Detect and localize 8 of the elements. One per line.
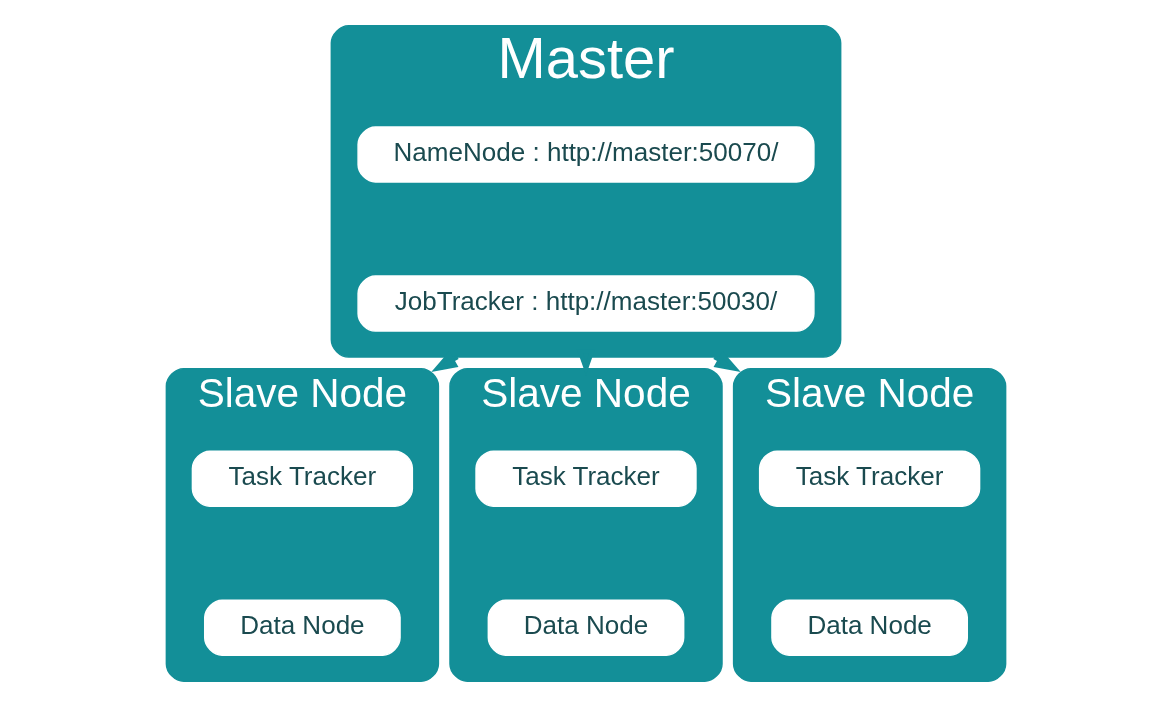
node-box: Task Tracker [475, 450, 697, 507]
node-box: Data Node [204, 599, 401, 656]
node-box: Data Node [771, 599, 968, 656]
node-box: Data Node [487, 599, 685, 656]
node-box: Task Tracker [758, 450, 981, 507]
node-box: JobTracker : http://master:50030/ [357, 275, 815, 332]
node-box: NameNode : http://master:50070/ [357, 126, 815, 183]
node-box: Task Tracker [191, 450, 414, 507]
